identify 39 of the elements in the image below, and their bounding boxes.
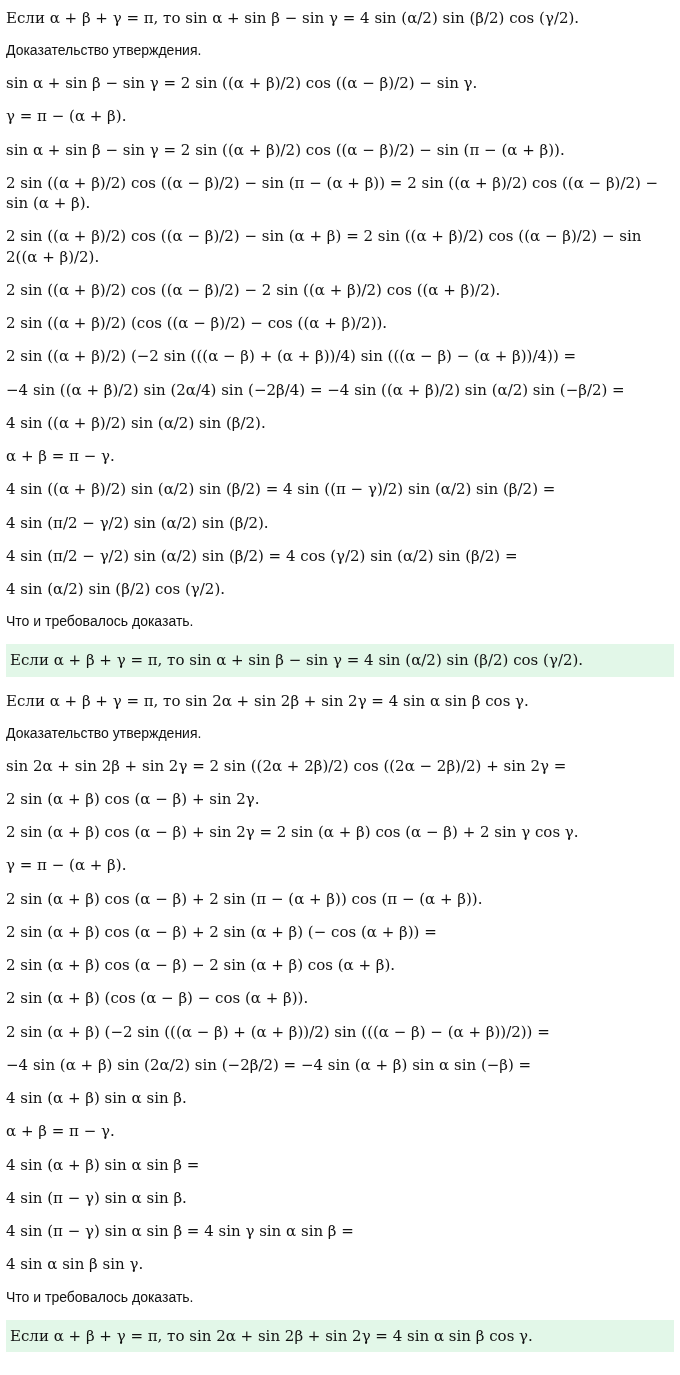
formula-line: 2 sin ((α + β)/2) cos ((α − β)/2) − sin (α + β) = 2 sin ((α + β)/2) cos ((α − β)/2) − sin 2((α + β)/2).	[6, 226, 643, 267]
formula-line: γ = π − (α + β).	[6, 855, 128, 876]
formula-line: 4 sin (α + β) sin α sin β.	[6, 1088, 188, 1109]
formula-line: γ = π − (α + β).	[6, 106, 128, 127]
formula-line: 4 sin (π/2 − γ/2) sin (α/2) sin (β/2) = 4 cos (γ/2) sin (α/2) sin (β/2) =	[6, 545, 519, 567]
proof-note: Что и требовалось доказать.	[6, 612, 195, 632]
formula-line: Если α + β + γ = π, то sin α + sin β − sin γ = 4 sin (α/2) sin (β/2) cos (γ/2).	[6, 8, 581, 29]
formula-line: 2 sin (α + β) cos (α − β) + 2 sin (π − (α + β)) cos (π − (α + β)).	[6, 888, 484, 909]
proof-note: Доказательство утверждения.	[6, 723, 203, 743]
formula-line: 4 sin α sin β sin γ.	[6, 1254, 145, 1275]
formula-line: α + β = π − γ.	[6, 446, 116, 467]
highlighted-statement: Если α + β + γ = π, то sin α + sin β − sin γ = 4 sin (α/2) sin (β/2) cos (γ/2).	[6, 644, 674, 677]
formula-line: 4 sin (π/2 − γ/2) sin (α/2) sin (β/2).	[6, 512, 270, 533]
formula-line: 2 sin ((α + β)/2) cos ((α − β)/2) − sin (π − (α + β)) = 2 sin ((α + β)/2) cos ((α − β)/2) − sin (α + β).	[6, 172, 660, 214]
formula-line: 2 sin ((α + β)/2) (cos ((α − β)/2) − cos ((α + β)/2)).	[6, 313, 389, 334]
formula-line: 2 sin (α + β) (cos (α − β) − cos (α + β)).	[6, 988, 310, 1009]
proof-note: Доказательство утверждения.	[6, 41, 203, 61]
formula-line: 4 sin ((α + β)/2) sin (α/2) sin (β/2) = 4 sin ((π − γ)/2) sin (α/2) sin (β/2) =	[6, 479, 557, 500]
formula-line: 2 sin (α + β) cos (α − β) + sin 2γ = 2 sin (α + β) cos (α − β) + 2 sin γ cos γ.	[6, 822, 580, 843]
formula-line: sin 2α + sin 2β + sin 2γ = 2 sin ((2α + 2β)/2) cos ((2α − 2β)/2) + sin 2γ =	[6, 755, 568, 776]
formula-line: 2 sin (α + β) cos (α − β) + 2 sin (α + β) (− cos (α + β)) =	[6, 921, 438, 943]
highlighted-statement: Если α + β + γ = π, то sin 2α + sin 2β + sin 2γ = 4 sin α sin β cos γ.	[6, 1319, 674, 1352]
formula-line: 2 sin (α + β) (−2 sin (((α − β) + (α + β))/2) sin (((α − β) − (α + β))/2)) =	[6, 1021, 551, 1042]
formula-line: α + β = π − γ.	[6, 1121, 116, 1142]
formula-line: 4 sin (π − γ) sin α sin β = 4 sin γ sin α sin β =	[6, 1221, 355, 1242]
formula-line: 4 sin (α + β) sin α sin β =	[6, 1154, 201, 1175]
formula-line: 4 sin ((α + β)/2) sin (α/2) sin (β/2).	[6, 412, 267, 434]
formula-line: 2 sin ((α + β)/2) cos ((α − β)/2) − 2 sin ((α + β)/2) cos ((α + β)/2).	[6, 279, 502, 301]
formula-line: 4 sin (α/2) sin (β/2) cos (γ/2).	[6, 579, 227, 600]
formula-line: 4 sin (π − γ) sin α sin β.	[6, 1187, 188, 1209]
formula-line: 2 sin (α + β) cos (α − β) − 2 sin (α + β) cos (α + β).	[6, 955, 397, 976]
proof-note: Что и требовалось доказать.	[6, 1287, 195, 1307]
formula-line: −4 sin (α + β) sin (2α/2) sin (−2β/2) = −4 sin (α + β) sin α sin (−β) =	[6, 1054, 533, 1076]
formula-line: −4 sin ((α + β)/2) sin (2α/4) sin (−2β/4) = −4 sin ((α + β)/2) sin (α/2) sin (−β/2) =	[6, 379, 626, 400]
formula-line: sin α + sin β − sin γ = 2 sin ((α + β)/2) cos ((α − β)/2) − sin γ.	[6, 73, 479, 94]
formula-line: sin α + sin β − sin γ = 2 sin ((α + β)/2) cos ((α − β)/2) − sin (π − (α + β)).	[6, 139, 566, 160]
formula-line: Если α + β + γ = π, то sin 2α + sin 2β + sin 2γ = 4 sin α sin β cos γ.	[6, 690, 530, 711]
formula-line: 2 sin ((α + β)/2) (−2 sin (((α − β) + (α + β))/4) sin (((α − β) − (α + β))/4)) =	[6, 346, 578, 367]
formula-line: 2 sin (α + β) cos (α − β) + sin 2γ.	[6, 788, 261, 810]
